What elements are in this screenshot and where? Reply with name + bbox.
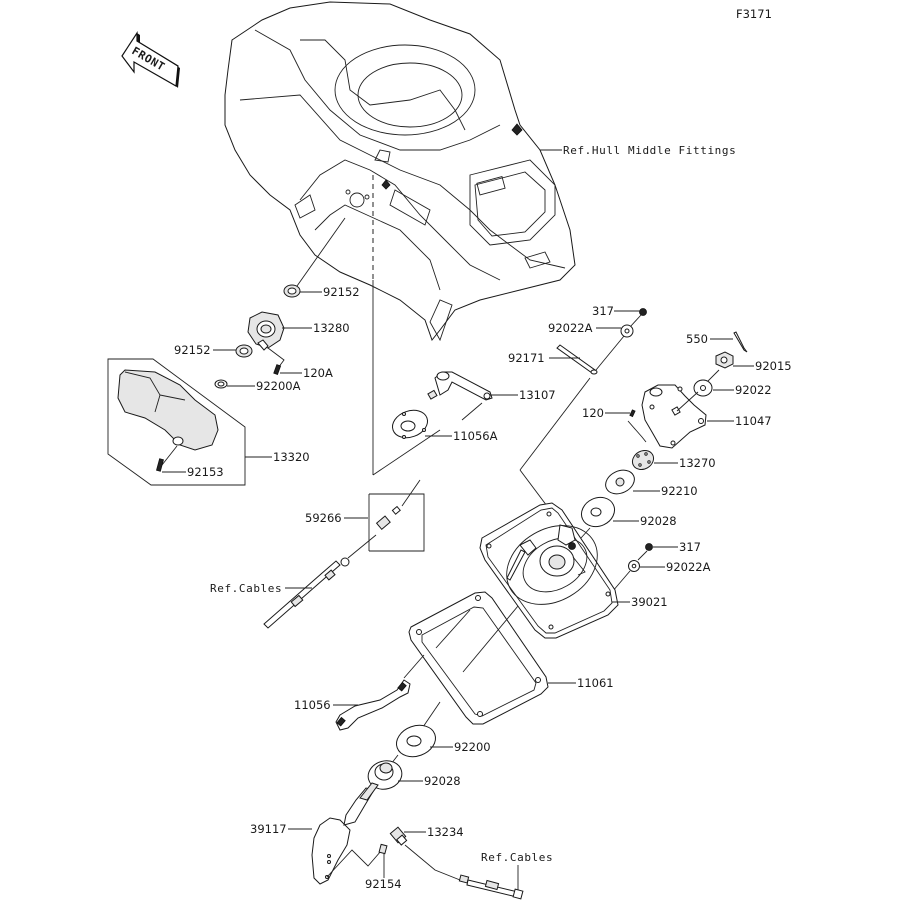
label-92022: 92022 (735, 383, 772, 397)
label-92200A: 92200A (256, 379, 301, 393)
part-13107[interactable]: 13107 (427, 371, 556, 421)
part-13270-plate[interactable]: 13270 (629, 447, 716, 474)
part-317-lower[interactable]: 317 (645, 540, 701, 554)
label-39117: 39117 (250, 822, 287, 836)
part-120-screw[interactable]: 120 (582, 406, 647, 443)
part-92152-upper[interactable]: 92152 (283, 217, 360, 299)
hull-middle-part (224, 1, 576, 342)
part-92153[interactable]: 92153 (156, 445, 224, 479)
part-13234-joint[interactable]: 13234 (389, 825, 464, 846)
part-550-pin[interactable]: 550 (686, 331, 748, 353)
part-59266[interactable]: 59266 (305, 479, 425, 552)
label-11056A: 11056A (453, 429, 498, 443)
part-92022A-upper[interactable]: 92022A (548, 314, 642, 338)
label-59266: 59266 (305, 511, 342, 525)
label-92200: 92200 (454, 740, 491, 754)
label-13234: 13234 (427, 825, 464, 839)
part-92154-pin[interactable]: 92154 (365, 843, 402, 891)
part-39117-lever[interactable]: 39117 (250, 782, 382, 885)
part-92022A-lower[interactable]: 92022A (611, 550, 711, 593)
part-92028-lower[interactable]: 92028 (365, 754, 461, 793)
label-13270: 13270 (679, 456, 716, 470)
label-550: 550 (686, 332, 708, 346)
label-92153: 92153 (187, 465, 224, 479)
part-11056-link[interactable]: 11056 (294, 654, 425, 731)
label-92028-upper: 92028 (640, 514, 677, 528)
part-11061-gasket[interactable]: 11061 (408, 591, 614, 725)
part-120A[interactable]: 120A (267, 347, 333, 380)
label-11061: 11061 (577, 676, 614, 690)
ref-cables-lower: Ref.Cables (481, 851, 553, 864)
part-92171-rod[interactable]: 92171 (508, 335, 625, 511)
part-92210-washer[interactable]: 92210 (602, 466, 698, 499)
label-317-lower: 317 (679, 540, 701, 554)
part-92200-washer[interactable]: 92200 (392, 701, 491, 762)
label-92152-lower: 92152 (174, 343, 211, 357)
part-92022-washer[interactable]: 92022 (693, 369, 772, 397)
part-13280[interactable]: 13280 (247, 311, 350, 351)
label-13107: 13107 (519, 388, 556, 402)
label-92154: 92154 (365, 877, 402, 891)
label-13280: 13280 (313, 321, 350, 335)
label-120A: 120A (303, 366, 333, 380)
part-92200A[interactable]: 92200A (214, 379, 301, 393)
part-11056A[interactable]: 11056A (389, 406, 498, 443)
label-92022A-lower: 92022A (666, 560, 711, 574)
label-92022A-upper: 92022A (548, 321, 593, 335)
part-92028-upper[interactable]: 92028 (571, 492, 677, 549)
cable-upper[interactable]: Ref.Cables (210, 534, 377, 629)
label-11056: 11056 (294, 698, 331, 712)
figure-code: F3171 (736, 7, 772, 21)
ref-hull-middle-fittings: Ref.Hull Middle Fittings (563, 144, 736, 157)
ref-cables-upper: Ref.Cables (210, 582, 282, 595)
label-39021: 39021 (631, 595, 668, 609)
part-92015-nut[interactable]: 92015 (715, 351, 792, 373)
part-11047-bracket[interactable]: 11047 (641, 384, 772, 449)
part-92152-lower[interactable]: 92152 (174, 343, 253, 358)
label-317-upper: 317 (592, 304, 614, 318)
cable-lower[interactable]: Ref.Cables (404, 844, 553, 900)
label-92171: 92171 (508, 351, 545, 365)
label-92152-upper: 92152 (323, 285, 360, 299)
label-92028-lower: 92028 (424, 774, 461, 788)
front-arrow-icon: FRONT (121, 30, 180, 88)
part-317-upper[interactable]: 317 (592, 304, 647, 318)
label-92015: 92015 (755, 359, 792, 373)
leader-center (372, 429, 441, 476)
label-11047: 11047 (735, 414, 772, 428)
part-39021-housing[interactable]: 39021 (479, 502, 668, 639)
part-13320-cover[interactable]: 13320 (107, 358, 310, 486)
label-92210: 92210 (661, 484, 698, 498)
label-120: 120 (582, 406, 604, 420)
label-13320: 13320 (273, 450, 310, 464)
